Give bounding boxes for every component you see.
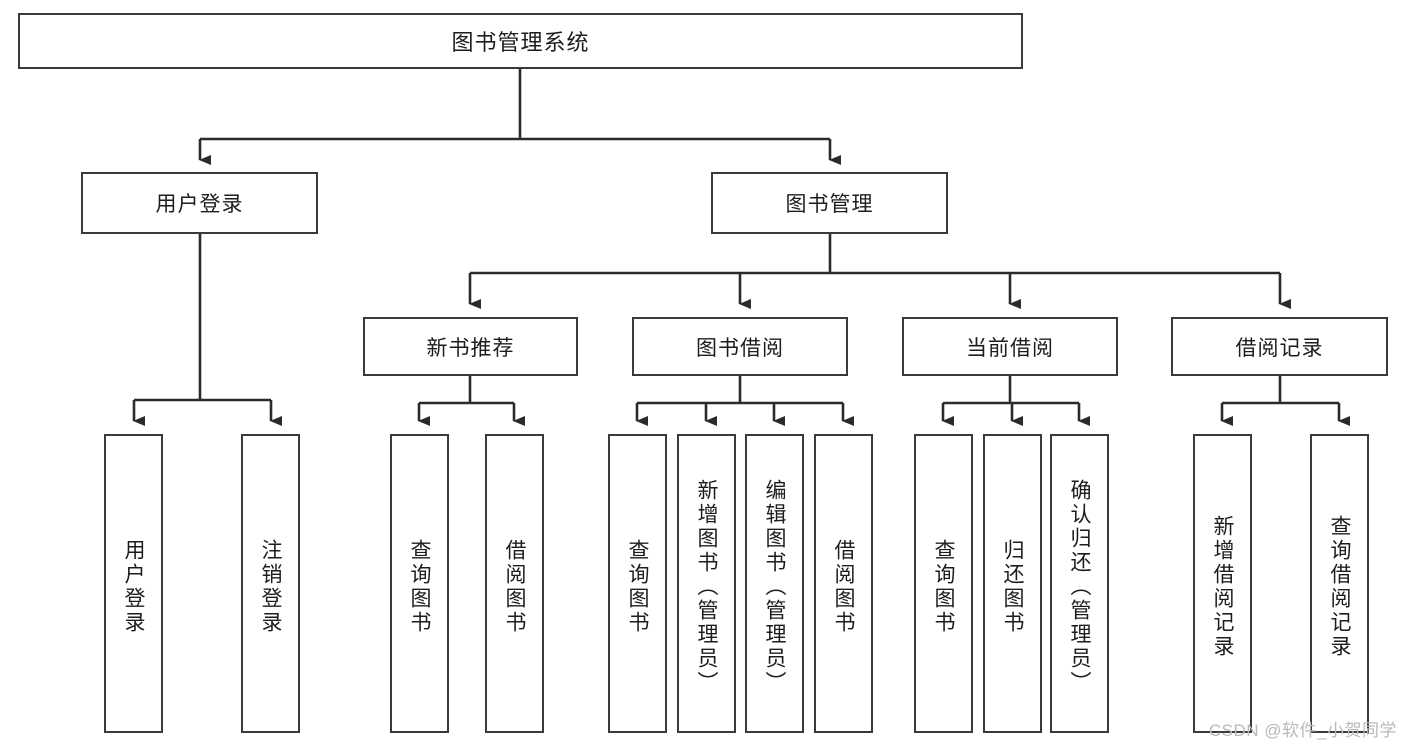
leaf-borrow-book-1[interactable]: 借阅图书	[485, 434, 544, 733]
node-user-login[interactable]: 用户登录	[81, 172, 318, 234]
leaf-add-book[interactable]: 新增图书（管理员）	[677, 434, 736, 733]
node-borrow-record[interactable]: 借阅记录	[1171, 317, 1388, 376]
leaf-confirm-return[interactable]: 确认归还（管理员）	[1050, 434, 1109, 733]
leaf-query-book-3[interactable]: 查询图书	[914, 434, 973, 733]
leaf-user-login[interactable]: 用户登录	[104, 434, 163, 733]
leaf-edit-book[interactable]: 编辑图书（管理员）	[745, 434, 804, 733]
node-current-borrow[interactable]: 当前借阅	[902, 317, 1118, 376]
leaf-return-book[interactable]: 归还图书	[983, 434, 1042, 733]
watermark-text: CSDN @软件_小贺同学	[1208, 721, 1397, 740]
node-book-borrow[interactable]: 图书借阅	[632, 317, 848, 376]
leaf-borrow-book-2[interactable]: 借阅图书	[814, 434, 873, 733]
leaf-query-book-2[interactable]: 查询图书	[608, 434, 667, 733]
node-book-manage[interactable]: 图书管理	[711, 172, 948, 234]
leaf-query-book-1[interactable]: 查询图书	[390, 434, 449, 733]
leaf-logout-login[interactable]: 注销登录	[241, 434, 300, 733]
leaf-add-record[interactable]: 新增借阅记录	[1193, 434, 1252, 733]
node-book-management-system[interactable]: 图书管理系统	[18, 13, 1023, 69]
node-new-book-recommend[interactable]: 新书推荐	[363, 317, 578, 376]
leaf-query-record[interactable]: 查询借阅记录	[1310, 434, 1369, 733]
